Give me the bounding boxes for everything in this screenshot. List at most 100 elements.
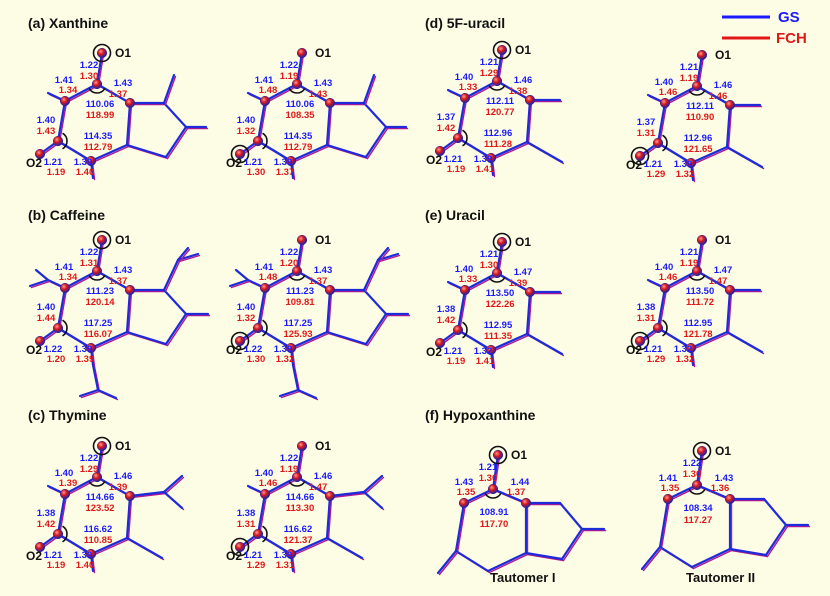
atom [124,284,136,296]
bond-angle-fch: 116.07 [84,329,113,340]
bond-line [289,143,329,163]
bond-length-gs: 1.41 [55,75,74,86]
bond-length-gs: 1.32 [674,344,693,355]
bond-line [58,101,68,144]
bond-line [691,332,730,351]
bond-line [658,103,668,146]
highlight-circle [492,232,512,252]
atom [59,488,71,500]
bond-length-fch: 1.19 [280,464,299,475]
atom [324,97,336,109]
bond-line [63,269,99,290]
bond-angle-gs: 112.95 [684,318,713,329]
atom [696,445,708,457]
molecule-uracil-fch: O1O21.211.191.401.461.471.47113.50111.72… [626,233,765,368]
bond-length-fch: 1.32 [237,313,256,324]
bond-line [691,147,730,166]
bond-line [130,492,167,499]
atom [659,97,671,109]
atom [259,282,271,294]
molecule-thymine-fch: O1O21.221.191.401.461.461.47114.66113.30… [226,439,385,574]
bond-line [291,538,330,557]
atom [85,155,97,167]
bond-line [95,444,104,479]
bond-line [436,549,458,575]
bond-length-fch: 1.31 [637,128,656,139]
bond-line [265,84,300,104]
bond-line [362,490,384,510]
bond-line [258,494,268,537]
atom [459,284,471,296]
bond-line [89,143,129,163]
atom [491,75,503,87]
bond-angle-fch: 117.27 [684,515,713,526]
bond-line [438,551,459,576]
bond-line [327,103,333,148]
o2-label: O2 [26,343,42,357]
highlight-circle [92,43,112,63]
bond-angle-fch: 112.79 [284,142,313,153]
bond-angle-gs: 116.62 [84,524,113,535]
bond-angle-fch: 122.26 [485,299,514,310]
bond-length-fch: 1.29 [647,169,666,180]
bond-angle-fch: 123.52 [85,503,114,514]
bond-length-fch: 1.29 [247,560,266,571]
bond-line [362,258,380,292]
atom [252,528,264,540]
bond-length-fch: 1.39 [509,278,528,289]
highlight-circle [230,537,250,557]
atom [91,471,103,483]
bond-length-fch: 1.43 [309,89,328,100]
bond-angle-fch: 121.37 [283,535,312,546]
bond-line [660,499,671,550]
bond-line [56,99,67,143]
panel-title-c: (c) Thymine [28,407,107,423]
bond-line [234,268,250,282]
bond-line [91,145,130,164]
bond-length-gs: 1.43 [455,477,474,488]
bond-line [91,332,130,351]
bond-length-fch: 1.29 [647,354,666,365]
bond-line [656,101,667,145]
bond-line [176,246,190,262]
atom [96,47,108,59]
bond-line [162,288,188,316]
angle-arc [88,88,106,94]
atom [124,97,136,109]
bond-angle-gs: 114.35 [284,131,313,142]
bond-line [125,288,132,334]
legend-gs-label: GS [778,9,800,26]
angle-arc [688,489,706,495]
bond-line [462,487,495,505]
bond-length-fch: 1.34 [59,272,78,283]
bond-line [166,127,189,160]
atom [685,157,697,169]
bond-angle-fch: 118.99 [86,110,115,121]
bond-line [96,388,118,400]
bond-line [658,545,694,569]
bond-line [89,330,129,350]
atom [91,265,103,277]
bond-line [362,101,388,129]
bond-line [695,84,732,107]
bond-line [525,290,532,336]
bond-angle-fch: 113.30 [286,503,315,514]
bond-line [665,86,700,106]
bond-line [265,477,300,497]
bond-line [456,96,467,140]
bond-line [663,84,699,105]
bond-length-gs: 1.41 [55,262,74,273]
bond-length-fch: 1.32 [237,126,256,137]
o1-label: O1 [315,233,331,247]
bond-line [95,475,132,498]
bond-line [56,532,93,556]
bond-length-fch: 1.43 [37,126,56,137]
molecule-caffeine-fch: O1O21.221.201.411.481.431.37111.23109.81… [226,233,411,401]
bond-length-gs: 1.22 [80,247,99,258]
atom [496,236,508,248]
o1-label: O1 [515,235,531,249]
molecule-uracil-gs: O1O21.211.301.401.331.471.39113.50122.26… [426,232,565,370]
bond-length-fch: 1.30 [683,469,702,480]
highlight-circle [230,144,250,164]
atom [652,137,664,149]
